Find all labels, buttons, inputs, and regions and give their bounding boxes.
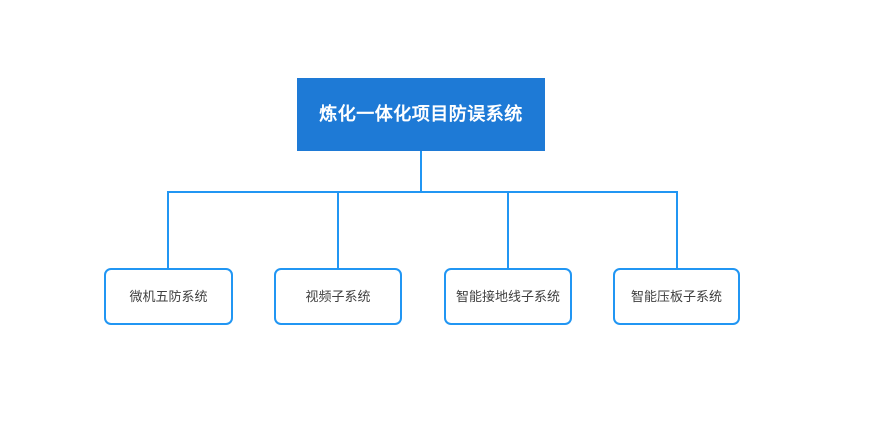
node-child-label: 微机五防系统 <box>129 288 208 304</box>
node-root-label: 炼化一体化项目防误系统 <box>319 103 523 124</box>
node-child-label: 视频子系统 <box>305 288 371 304</box>
node-child-label: 智能接地线子系统 <box>455 288 560 304</box>
node-child-zhinengjiediXian[interactable]: 智能接地线子系统 <box>444 268 572 325</box>
node-child-weijiwufang[interactable]: 微机五防系统 <box>104 268 233 325</box>
node-root[interactable]: 炼化一体化项目防误系统 <box>297 78 545 151</box>
node-child-zhinengyaban[interactable]: 智能压板子系统 <box>613 268 740 325</box>
node-child-shipin[interactable]: 视频子系统 <box>274 268 402 325</box>
node-child-label: 智能压板子系统 <box>630 288 722 304</box>
